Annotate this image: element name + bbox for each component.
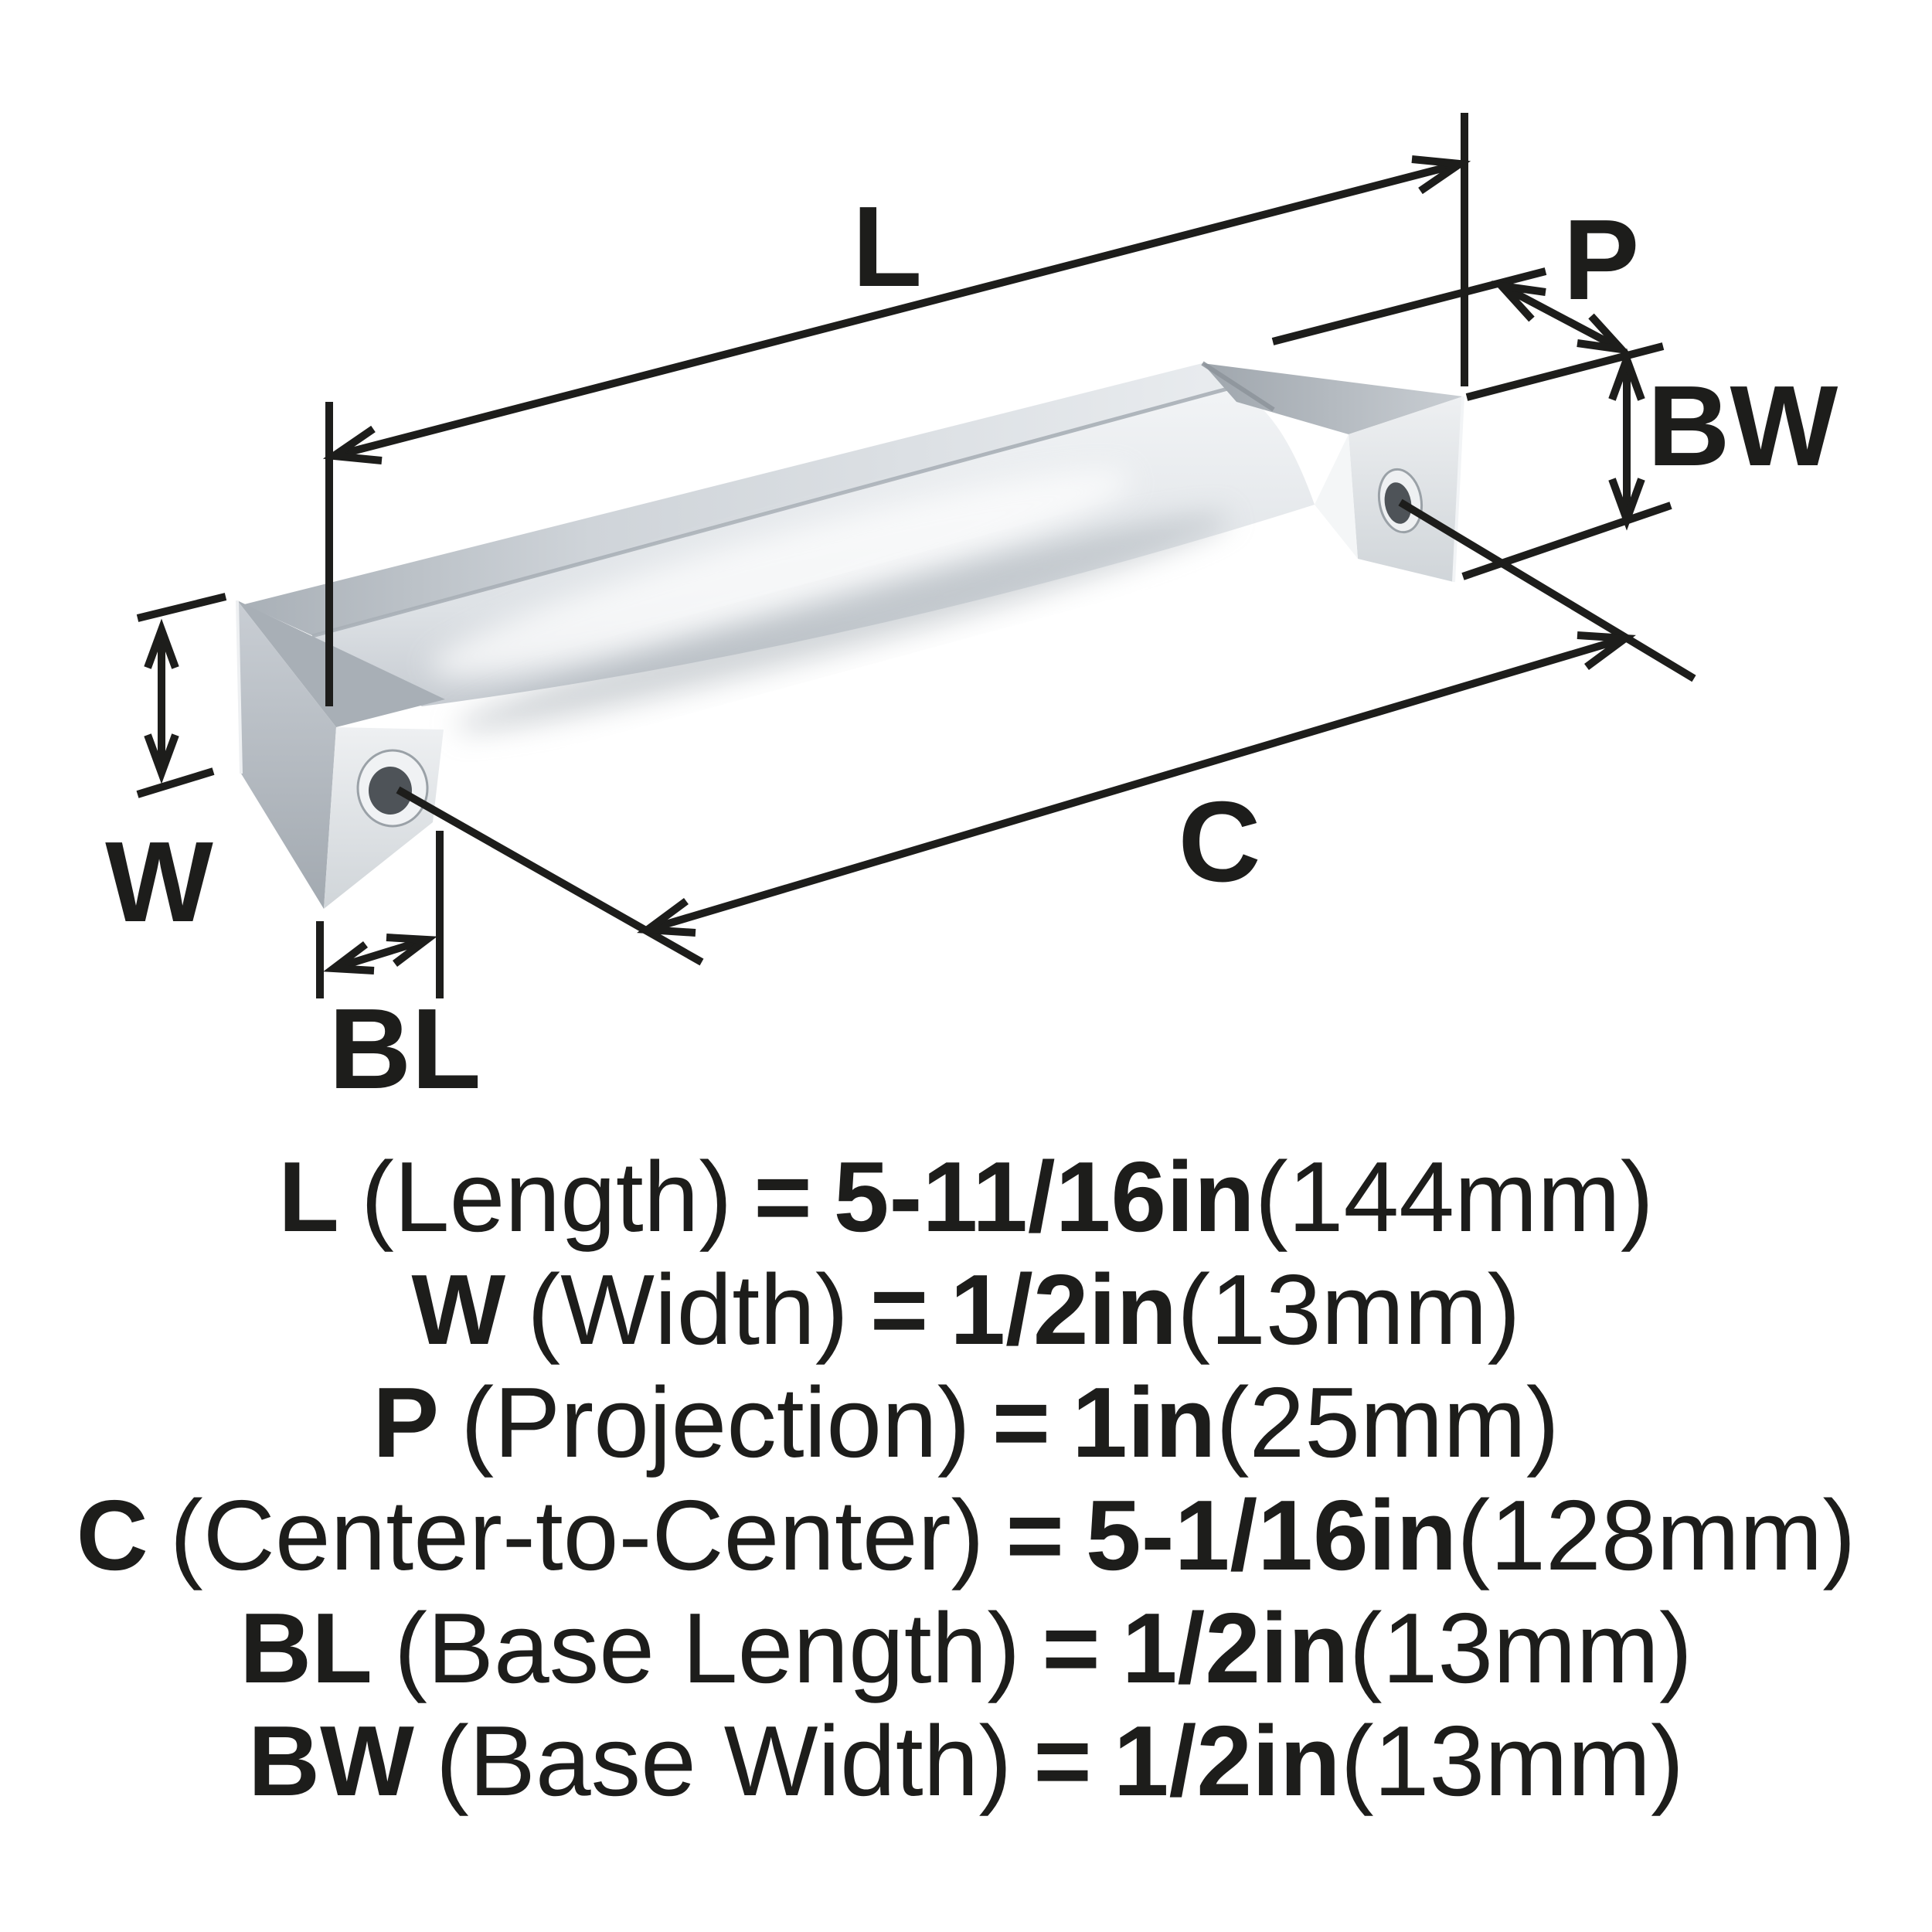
handle-illustration	[236, 361, 1464, 909]
ext-line-right-hole	[1398, 498, 1696, 682]
ext-line-bw-bottom	[1461, 502, 1672, 580]
dim-line-bl	[332, 936, 428, 972]
tick-w-bottom	[136, 767, 215, 798]
spec-equals: =	[1042, 1593, 1100, 1704]
spec-name: (Projection)	[461, 1367, 971, 1478]
dim-line-p	[1499, 282, 1624, 353]
right-foot-edge-highlight	[1452, 396, 1464, 583]
spec-equals: =	[992, 1367, 1051, 1478]
spec-line-center-to-center: C(Center-to-Center)=5-1/16in(128mm)	[0, 1479, 1932, 1592]
bar-shadow	[454, 514, 1230, 732]
spec-equals: =	[869, 1254, 929, 1366]
arrowhead-bl-right	[386, 934, 437, 967]
spec-metric: (25mm)	[1216, 1367, 1560, 1478]
spec-metric: (13mm)	[1340, 1706, 1685, 1817]
dim-line-c	[646, 634, 1627, 934]
spec-name: (Base Width)	[435, 1706, 1012, 1817]
spec-equals: =	[1005, 1480, 1064, 1591]
spec-symbol: L	[278, 1141, 339, 1253]
bar-highlight	[430, 470, 1131, 677]
left-foot-top-face	[237, 600, 445, 727]
spec-value: 1/2in	[1113, 1706, 1341, 1817]
right-foot-crease	[1201, 361, 1275, 412]
spec-equals: =	[753, 1141, 812, 1253]
spec-value: 1/2in	[1121, 1593, 1349, 1704]
label-base-length: BL	[328, 985, 481, 1113]
right-foot-top-face	[1202, 363, 1463, 434]
arrowhead-bw-bottom	[1608, 478, 1645, 531]
dim-line-l	[332, 160, 1461, 460]
arrowhead-c-left	[637, 897, 696, 937]
bar-front-crease	[311, 385, 1234, 638]
label-length: L	[852, 183, 922, 311]
spec-symbol: P	[372, 1367, 440, 1478]
spec-line-base-width: BW(Base Width)=1/2in(13mm)	[0, 1705, 1932, 1818]
dimension-lines	[136, 113, 1696, 998]
right-screw-hole	[1384, 482, 1412, 524]
spec-line-width: W(Width)=1/2in(13mm)	[0, 1253, 1932, 1366]
arrowhead-w-top	[144, 618, 179, 669]
label-base-width: BW	[1648, 362, 1838, 490]
label-projection: P	[1563, 196, 1640, 324]
spec-value: 5-1/16in	[1085, 1480, 1458, 1591]
spec-metric: (128mm)	[1457, 1480, 1856, 1591]
spec-list: L(Length)=5-11/16in(144mm) W(Width)=1/2i…	[0, 1141, 1932, 1818]
spec-symbol: BW	[247, 1706, 414, 1817]
spec-equals: =	[1033, 1706, 1092, 1817]
spec-name: (Width)	[527, 1254, 849, 1366]
arrowhead-c-right	[1577, 631, 1636, 671]
bar-top-face	[244, 363, 1233, 638]
spec-name: (Length)	[360, 1141, 733, 1253]
spec-value: 5-11/16in	[833, 1141, 1255, 1253]
arrowhead-p-upper	[1492, 281, 1546, 322]
ext-line-p-top	[1271, 267, 1547, 345]
arrowhead-bl-left	[323, 941, 375, 975]
spec-name: (Center-to-Center)	[169, 1480, 985, 1591]
spec-line-base-length: BL(Base Length)=1/2in(13mm)	[0, 1592, 1932, 1705]
spec-line-projection: P(Projection)=1in(25mm)	[0, 1366, 1932, 1479]
spec-metric: (13mm)	[1349, 1593, 1692, 1704]
spec-value: 1in	[1072, 1367, 1216, 1478]
left-foot-side-face	[237, 600, 336, 909]
arrowhead-w-bottom	[144, 733, 179, 784]
spec-name: (Base Length)	[393, 1593, 1021, 1704]
spec-symbol: C	[76, 1480, 148, 1591]
left-screw-hole	[369, 767, 412, 815]
arrowhead-l-left	[322, 425, 383, 464]
arrowhead-l-right	[1411, 155, 1471, 195]
spec-value: 1/2in	[950, 1254, 1178, 1366]
ext-line-p-bottom-bw-top	[1465, 342, 1665, 401]
spec-symbol: BL	[240, 1593, 372, 1704]
spec-line-length: L(Length)=5-11/16in(144mm)	[0, 1141, 1932, 1253]
arrowhead-bw-top	[1608, 348, 1645, 401]
spec-metric: (144mm)	[1254, 1141, 1654, 1253]
left-foot-edge-highlight	[236, 600, 243, 774]
dimension-labels: L P BW W C BL	[105, 183, 1838, 1113]
spec-metric: (13mm)	[1177, 1254, 1521, 1366]
label-center-to-center: C	[1179, 778, 1261, 906]
label-width: W	[105, 818, 213, 946]
tick-w-top	[136, 593, 227, 622]
arrowhead-p-lower	[1577, 313, 1631, 355]
spec-symbol: W	[411, 1254, 506, 1366]
handle-dimension-diagram: L P BW W C BL	[105, 113, 1838, 1113]
right-foot-bevel	[1315, 434, 1358, 559]
